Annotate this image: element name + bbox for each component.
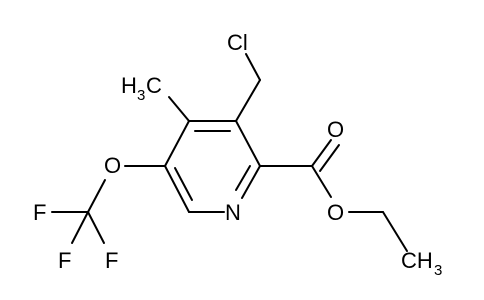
bond-carbonyl-o-double-a xyxy=(311,139,332,167)
fluorine-bottom-right-label: F xyxy=(105,248,118,273)
bond-c6-c5 xyxy=(164,165,190,213)
fluorine-bottom-left-label: F xyxy=(58,248,71,273)
bond-carbonyl-o-ester xyxy=(311,165,332,198)
bond-c2-n-inner xyxy=(235,165,251,191)
ethyl-methyl-label: CH xyxy=(401,248,433,273)
fluorine-left-label: F xyxy=(33,200,46,225)
carbonyl-oxygen-label: O xyxy=(327,117,344,142)
chlorine-label: Cl xyxy=(227,30,248,55)
bond-o-cf3 xyxy=(87,179,106,213)
bond-c6-c5-inner xyxy=(174,167,193,201)
ester-oxygen-label: O xyxy=(327,200,344,225)
bond-c5-c4 xyxy=(164,120,190,167)
bond-carbonyl-o-double-b xyxy=(319,144,340,172)
bond-c2-n xyxy=(241,165,261,199)
bond-cf3-f-bottom-right xyxy=(87,211,105,244)
ethyl-methyl-subscript: 3 xyxy=(434,262,442,279)
bond-c4-methyl xyxy=(168,96,190,122)
substituent-bonds xyxy=(51,53,408,252)
bond-c3-c2 xyxy=(235,120,261,167)
methyl-label-c: C xyxy=(146,73,162,98)
bond-ch2-ch3 xyxy=(382,211,408,252)
methyl-label-h: H xyxy=(121,73,137,98)
bond-c3-ch2 xyxy=(235,79,261,122)
pyridine-ring xyxy=(164,120,261,213)
bond-ch2-cl xyxy=(245,53,261,81)
atom-labels: Cl H 3 C O O O N F F F CH 3 xyxy=(33,30,442,279)
methyl-label-subscript: 3 xyxy=(137,87,145,104)
bond-cf3-f-bottom-left xyxy=(71,211,89,244)
ring-nitrogen-label: N xyxy=(225,200,241,225)
ether-oxygen-label: O xyxy=(104,153,121,178)
